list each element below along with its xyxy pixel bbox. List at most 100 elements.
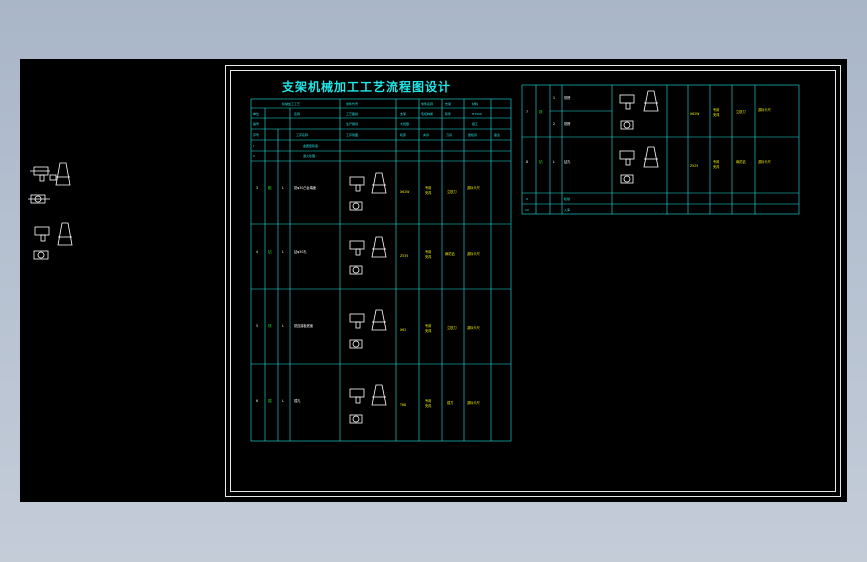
svg-text:专用: 专用 (713, 159, 719, 164)
part-sketch-group-2 (33, 222, 73, 260)
svg-text:工艺路线: 工艺路线 (346, 111, 358, 116)
svg-text:钻: 钻 (539, 159, 543, 164)
svg-text:铣φ30凸台端面: 铣φ30凸台端面 (294, 185, 316, 190)
svg-text:1: 1 (553, 96, 555, 100)
svg-text:夹具: 夹具 (425, 403, 432, 408)
svg-text:检验: 检验 (564, 196, 570, 201)
svg-text:立铣刀: 立铣刀 (447, 325, 457, 330)
svg-text:L: L (553, 160, 555, 164)
svg-text:备注: 备注 (494, 132, 500, 137)
svg-text:麻花钻: 麻花钻 (445, 251, 455, 256)
svg-text:5: 5 (256, 324, 258, 328)
left-table-header-text: 机械加工工艺 零件代号 零件名称 支架 材料 单位 名称 工艺路线 支架 毛坯种… (253, 101, 500, 158)
svg-text:X62W: X62W (400, 190, 410, 194)
svg-text:入库: 入库 (564, 207, 570, 212)
svg-text:专用: 专用 (425, 323, 431, 328)
cad-drawing (28, 162, 73, 260)
svg-text:钻: 钻 (268, 249, 272, 254)
svg-text:夹具: 夹具 (423, 132, 429, 137)
svg-text:专用: 专用 (713, 107, 719, 112)
svg-text:立铣刀: 立铣刀 (736, 109, 746, 114)
svg-text:钻孔: 钻孔 (564, 159, 571, 164)
drawing-frame-outer (225, 65, 841, 497)
left-table-body-text: 3 粗 L 铣φ30凸台端面 X62W 专用 夹具 立铣刀 游标卡尺 4 钻 L… (256, 185, 481, 408)
svg-text:铣: 铣 (539, 109, 543, 114)
svg-text:零件名称: 零件名称 (421, 101, 433, 106)
svg-text:单位: 单位 (253, 111, 259, 116)
svg-text:8: 8 (526, 160, 528, 164)
right-table-body-text: 7 铣 1 铣槽 2 铣槽 X62W 专用 夹具 立铣刀 游标卡尺 8 钻 L … (525, 95, 772, 212)
svg-text:大批量: 大批量 (400, 121, 409, 126)
svg-text:游标卡尺: 游标卡尺 (467, 185, 481, 190)
svg-text:X62: X62 (400, 328, 406, 332)
svg-text:镗刀: 镗刀 (447, 400, 453, 405)
svg-text:支架: 支架 (445, 101, 451, 106)
svg-text:10: 10 (525, 208, 529, 212)
svg-text:镗孔: 镗孔 (294, 398, 301, 403)
svg-text:游标卡尺: 游标卡尺 (758, 159, 772, 164)
drawing-frame-inner (230, 70, 836, 492)
svg-text:夹具: 夹具 (425, 328, 432, 333)
svg-text:L: L (282, 324, 284, 328)
svg-text:夹具: 夹具 (425, 254, 432, 259)
svg-text:铣连接板底面: 铣连接板底面 (294, 323, 313, 328)
svg-text:钻φ30孔: 钻φ30孔 (294, 249, 307, 254)
svg-text:Z535: Z535 (400, 254, 408, 258)
svg-text:专用: 专用 (425, 398, 431, 403)
left-table-sketches (349, 172, 387, 424)
svg-text:工序简图: 工序简图 (346, 132, 358, 137)
drawing-title: 支架机械加工工艺流程图设计 (282, 80, 452, 94)
svg-text:工序名称: 工序名称 (296, 132, 308, 137)
svg-text:3: 3 (256, 186, 258, 190)
svg-text:游标卡尺: 游标卡尺 (467, 251, 481, 256)
svg-text:L: L (282, 399, 284, 403)
svg-text:立铣刀: 立铣刀 (447, 189, 457, 194)
svg-text:专用: 专用 (425, 249, 431, 254)
svg-text:退火处理: 退火处理 (303, 153, 315, 158)
svg-text:X62W: X62W (690, 112, 700, 116)
svg-text:II: II (253, 154, 255, 158)
left-process-table (250, 98, 512, 442)
svg-text:铣槽: 铣槽 (564, 95, 571, 100)
svg-text:专用: 专用 (425, 185, 431, 190)
svg-text:6: 6 (256, 399, 258, 403)
svg-text:游标卡尺: 游标卡尺 (758, 107, 772, 112)
svg-text:粗: 粗 (268, 185, 272, 190)
svg-text:9: 9 (526, 197, 528, 201)
svg-text:游标卡尺: 游标卡尺 (467, 400, 481, 405)
svg-text:支架: 支架 (400, 111, 406, 116)
svg-text:铣: 铣 (268, 323, 272, 328)
svg-text:L: L (282, 186, 284, 190)
svg-text:铣槽: 铣槽 (564, 121, 571, 126)
svg-text:L: L (282, 250, 284, 254)
svg-text:毛坯种类: 毛坯种类 (421, 111, 433, 116)
svg-text:编号: 编号 (253, 121, 259, 126)
svg-text:名称: 名称 (294, 111, 300, 116)
part-sketch-group-1 (28, 162, 71, 204)
svg-text:机床: 机床 (400, 132, 406, 137)
svg-text:夹具: 夹具 (713, 164, 720, 169)
drawing-canvas[interactable]: 支架机械加工工艺流程图设计 (20, 59, 847, 502)
svg-text:游标卡尺: 游标卡尺 (467, 325, 481, 330)
svg-text:2: 2 (553, 122, 555, 126)
svg-text:4: 4 (256, 250, 258, 254)
svg-text:刀具: 刀具 (446, 132, 452, 137)
svg-text:机械加工工艺: 机械加工工艺 (282, 101, 300, 106)
svg-text:I: I (253, 144, 254, 148)
svg-text:生产纲领: 生产纲领 (346, 121, 358, 126)
svg-text:材料: 材料 (472, 101, 478, 106)
svg-text:麻花钻: 麻花钻 (736, 159, 746, 164)
svg-text:金属型铸造: 金属型铸造 (303, 143, 318, 148)
svg-text:夹具: 夹具 (425, 190, 432, 195)
svg-text:HT200: HT200 (472, 112, 482, 116)
svg-text:量检具: 量检具 (468, 132, 477, 137)
svg-text:T68: T68 (399, 403, 406, 407)
svg-text:镗: 镗 (268, 398, 272, 403)
svg-text:钳工: 钳工 (472, 121, 478, 126)
svg-text:序号: 序号 (253, 132, 259, 137)
svg-text:夹具: 夹具 (713, 112, 720, 117)
svg-text:Z525: Z525 (690, 164, 698, 168)
svg-text:铸件: 铸件 (445, 111, 451, 116)
svg-text:7: 7 (526, 110, 528, 114)
svg-text:零件代号: 零件代号 (346, 101, 358, 106)
